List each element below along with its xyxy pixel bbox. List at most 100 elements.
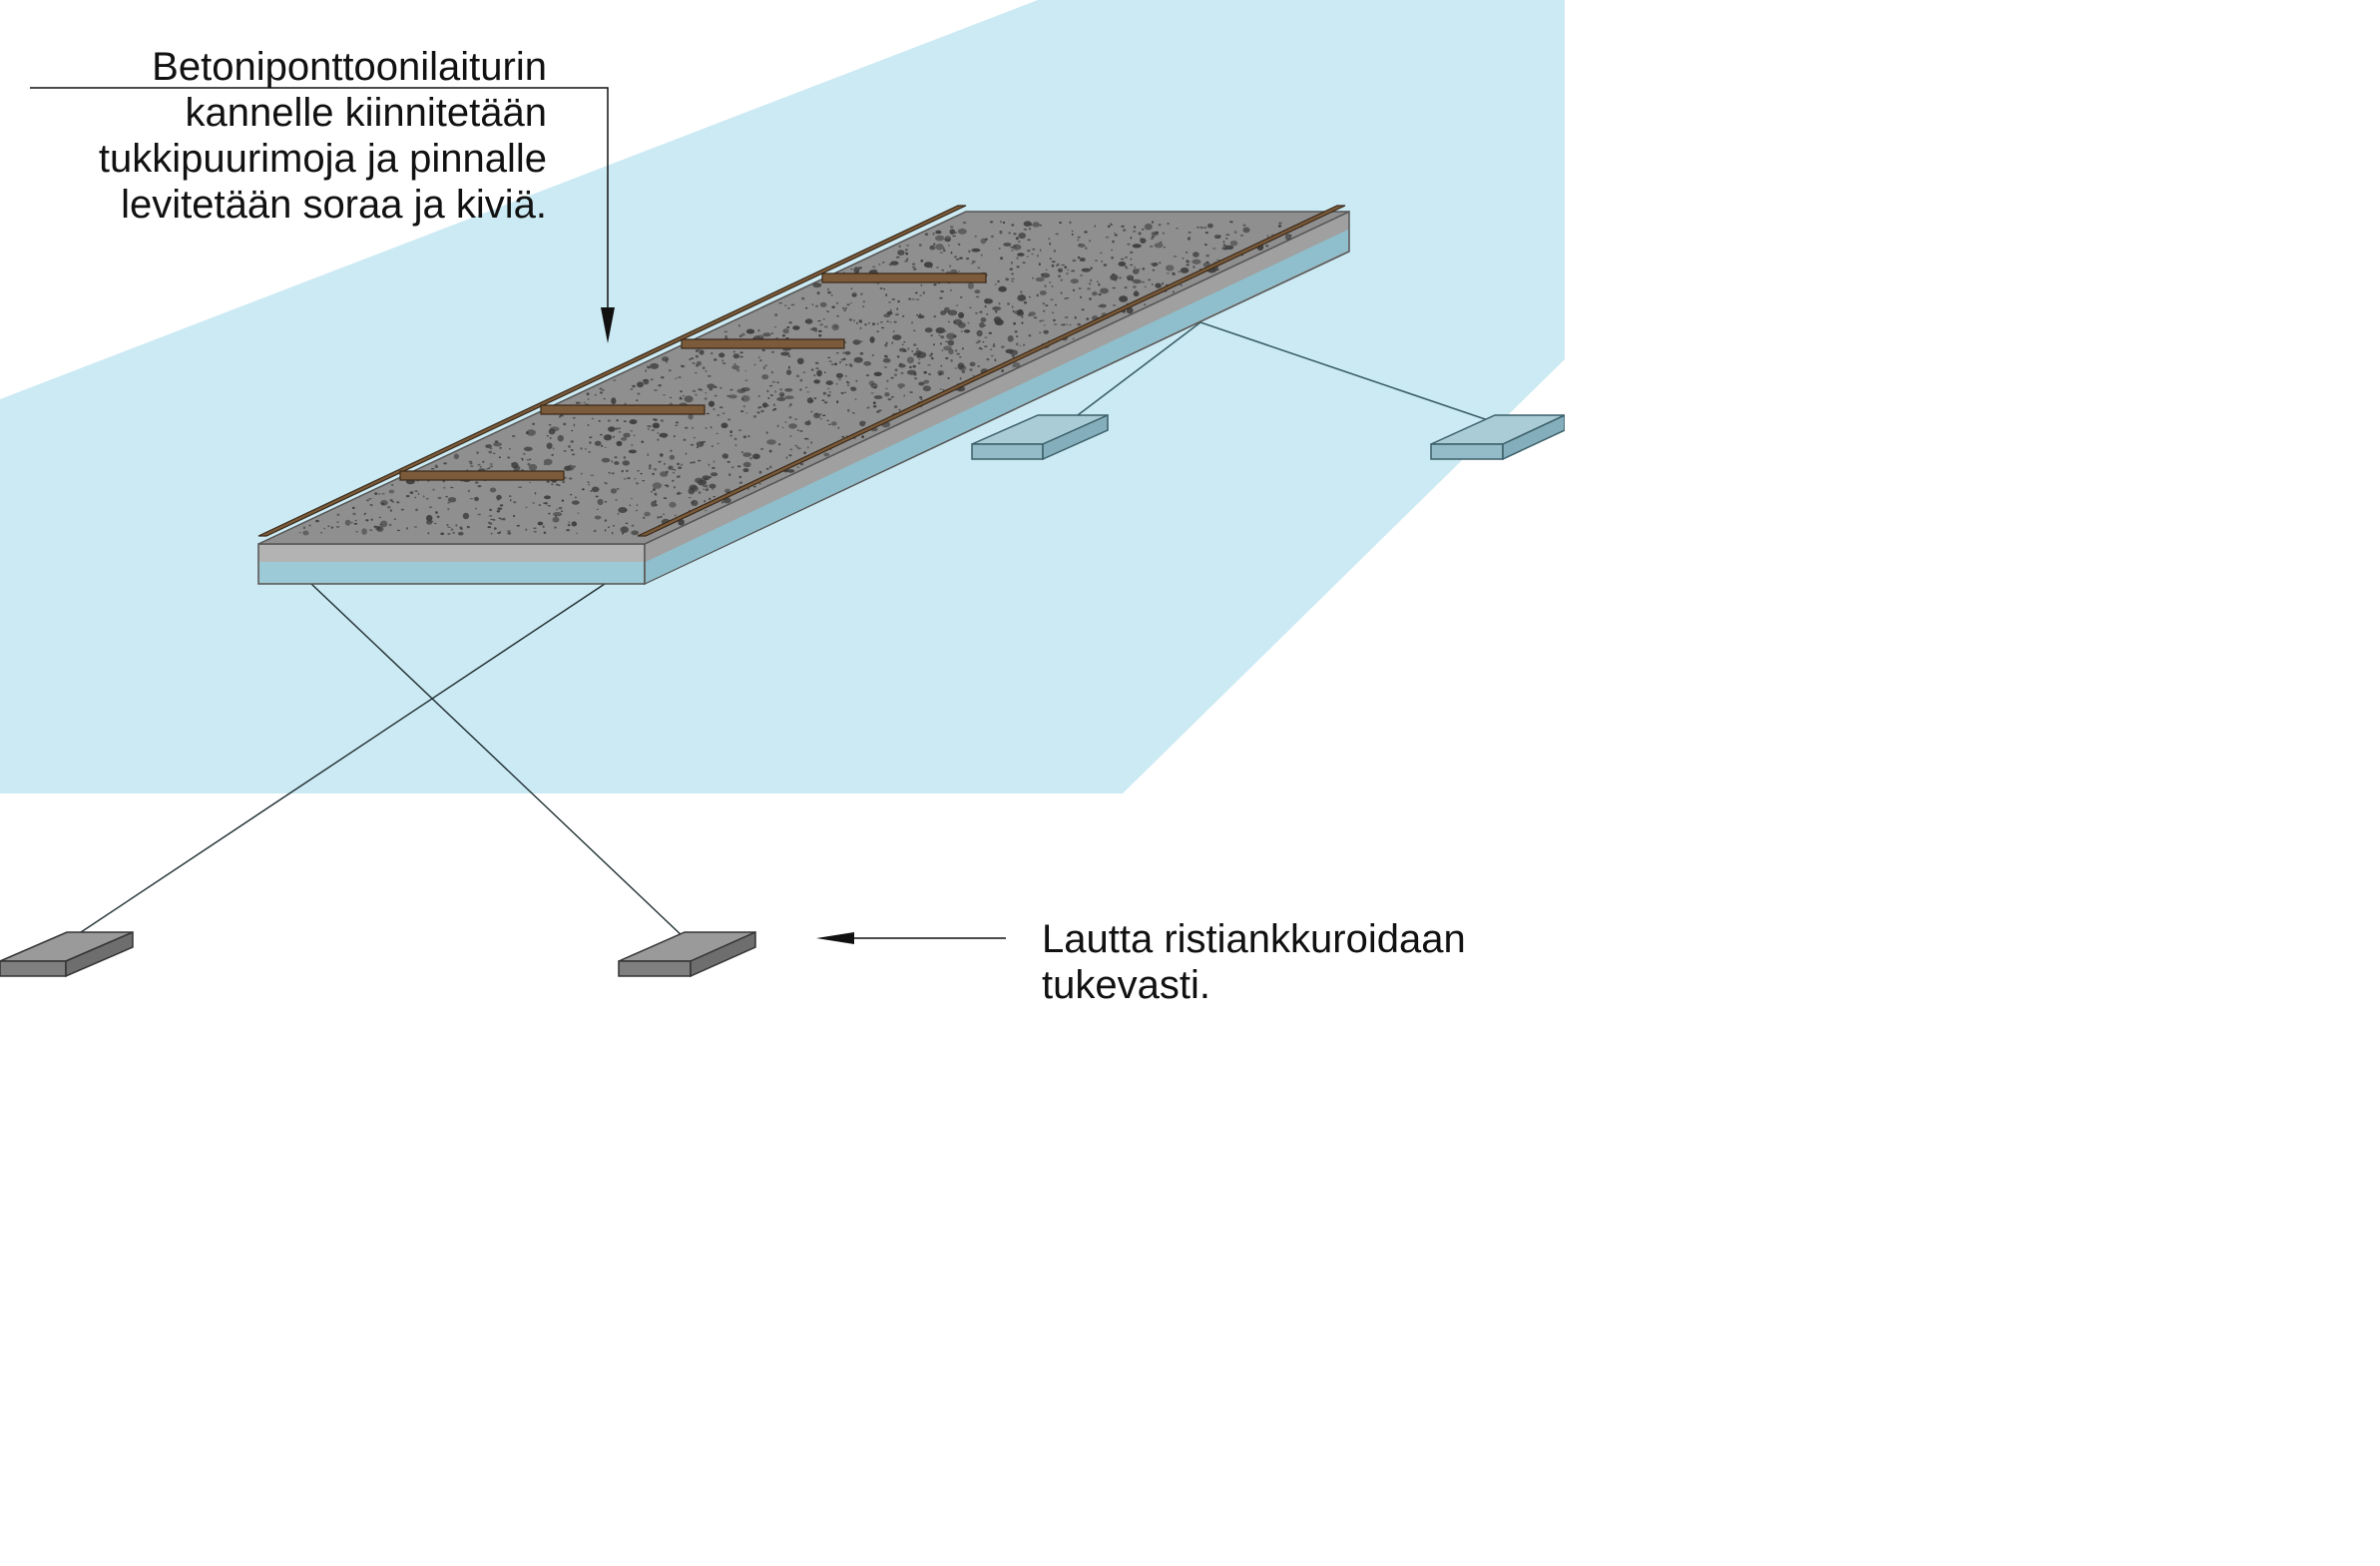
gravel-stone (1087, 287, 1091, 290)
gravel-stone (746, 488, 750, 490)
gravel-stone (843, 308, 846, 312)
gravel-stone (533, 531, 537, 533)
gravel-stone (889, 321, 892, 323)
gravel-stone (942, 389, 945, 391)
gravel-stone (890, 376, 894, 379)
gravel-stone (1011, 280, 1015, 282)
gravel-stone (949, 264, 952, 267)
gravel-stone (426, 514, 433, 522)
gravel-stone (713, 407, 715, 411)
gravel-stone (752, 485, 756, 488)
gravel-stone (883, 287, 886, 290)
gravel-stone (826, 394, 831, 397)
gravel-stone (1150, 238, 1155, 240)
gravel-stone (991, 235, 994, 239)
gravel-stone (1049, 242, 1051, 246)
gravel-stone (520, 457, 524, 459)
gravel-stone (647, 453, 650, 456)
gravel-stone (762, 332, 771, 337)
gravel-stone (806, 391, 810, 393)
gravel-stone (509, 499, 512, 502)
gravel-stone (722, 362, 726, 364)
gravel-stone (450, 486, 454, 489)
gravel-stone (979, 310, 983, 313)
gravel-stone (736, 465, 741, 468)
gravel-stone (972, 374, 975, 377)
gravel-stone (583, 401, 586, 403)
gravel-stone (841, 435, 845, 438)
gravel-stone (548, 423, 552, 426)
gravel-stone (814, 412, 819, 415)
gravel-stone (354, 519, 357, 522)
gravel-stone (513, 514, 516, 518)
gravel-stone (616, 419, 619, 422)
gravel-stone (378, 516, 382, 519)
gravel-stone (916, 354, 920, 358)
gravel-stone (947, 245, 950, 247)
gravel-stone (885, 355, 888, 358)
gravel-stone (365, 519, 369, 522)
gravel-stone (538, 504, 542, 506)
gravel-stone (1144, 303, 1147, 306)
gravel-stone (695, 354, 700, 358)
gravel-stone (650, 362, 660, 369)
gravel-stone (945, 356, 949, 360)
gravel-stone (447, 532, 451, 536)
deck-note-line: tukkipuurimoja ja pinnalle (98, 137, 547, 181)
gravel-stone (551, 483, 554, 486)
gravel-stone (674, 486, 676, 489)
gravel-stone (1020, 290, 1023, 293)
gravel-stone (771, 350, 774, 353)
gravel-stone (466, 525, 470, 529)
gravel-stone (739, 351, 743, 354)
gravel-stone (713, 460, 715, 463)
gravel-stone (1035, 276, 1045, 282)
gravel-stone (545, 501, 548, 505)
gravel-stone (590, 490, 593, 492)
gravel-stone (308, 524, 311, 527)
gravel-stone (807, 422, 810, 424)
gravel-stone (1041, 319, 1045, 322)
gravel-stone (570, 493, 573, 496)
gravel-stone (1133, 278, 1142, 284)
gravel-stone (994, 306, 997, 309)
gravel-stone (950, 359, 953, 362)
anchor-block-front-right (618, 930, 756, 978)
gravel-stone (370, 518, 373, 521)
gravel-stone (631, 497, 633, 500)
gravel-stone (871, 353, 874, 357)
gravel-stone (906, 245, 910, 247)
gravel-stone (1132, 231, 1137, 233)
gravel-stone (469, 497, 474, 500)
gravel-stone (1013, 321, 1016, 325)
gravel-stone (997, 279, 1000, 283)
gravel-stone (881, 261, 885, 263)
gravel-stone (625, 522, 629, 525)
gravel-stone (1218, 235, 1221, 238)
gravel-stone (868, 321, 870, 324)
gravel-stone (563, 450, 567, 452)
gravel-stone (891, 341, 894, 344)
gravel-stone (603, 434, 613, 441)
gravel-stone (676, 492, 681, 495)
gravel-stone (435, 511, 438, 514)
anchor-note-arrowhead (816, 932, 854, 944)
gravel-stone (969, 306, 972, 308)
gravel-stone (604, 519, 608, 522)
gravel-stone (391, 483, 394, 486)
gravel-stone (323, 527, 326, 530)
gravel-stone (827, 287, 829, 291)
gravel-stone (1013, 233, 1017, 236)
gravel-stone (594, 440, 602, 446)
gravel-stone (904, 260, 908, 262)
gravel-stone (819, 413, 822, 415)
gravel-stone (387, 505, 391, 509)
gravel-stone (660, 376, 664, 379)
gravel-stone (648, 467, 652, 470)
gravel-stone (940, 364, 943, 367)
gravel-stone (891, 395, 894, 398)
gravel-stone (954, 232, 958, 234)
gravel-stone (941, 268, 945, 271)
gravel-stone (858, 266, 862, 269)
gravel-stone (728, 394, 737, 399)
